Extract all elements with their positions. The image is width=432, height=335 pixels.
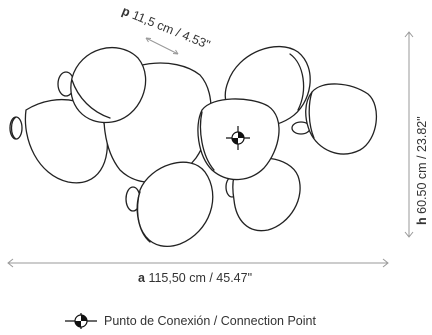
svg-text:h 60.50 cm / 23.82": h 60.50 cm / 23.82"	[415, 116, 429, 225]
connection-point-icon	[226, 126, 250, 150]
height-dimension: h 60.50 cm / 23.82"	[404, 31, 429, 238]
shade-cap-left	[9, 116, 23, 140]
width-letter: a	[138, 271, 146, 285]
shade-far-right	[305, 83, 378, 155]
legend-label: Punto de Conexión / Connection Point	[104, 314, 316, 328]
width-dimension: a 115,50 cm / 45.47"	[7, 258, 389, 285]
legend-connection-point-icon	[65, 313, 97, 329]
svg-text:a 115,50 cm / 45.47": a 115,50 cm / 45.47"	[138, 271, 252, 285]
svg-text:p 11,5 cm / 4.53": p 11,5 cm / 4.53"	[120, 4, 212, 52]
legend: Punto de Conexión / Connection Point	[64, 312, 316, 330]
height-letter: h	[415, 217, 429, 225]
depth-value: 11,5 cm / 4.53"	[130, 8, 212, 52]
width-value: 115,50 cm / 45.47"	[148, 271, 252, 285]
depth-arrow	[145, 37, 179, 55]
shade-top-left	[70, 47, 147, 124]
depth-dimension: p 11,5 cm / 4.53"	[120, 4, 212, 55]
height-value: 60.50 cm / 23.82"	[415, 116, 429, 214]
